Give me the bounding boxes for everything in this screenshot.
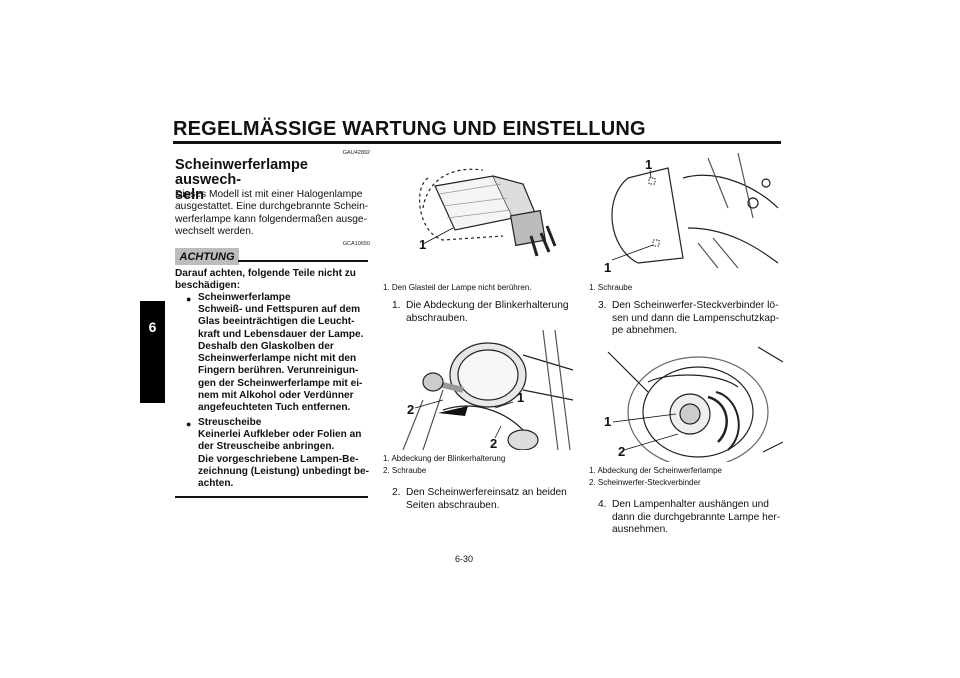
intro-line: ausgestattet. Eine durchgebrannte Schein… [175, 201, 369, 213]
caution-item-line: Die vorgeschriebene Lampen-Be- [198, 453, 359, 465]
caution-item-title: Streuscheibe [198, 417, 262, 428]
header-rule [173, 141, 781, 144]
caution-code: GCA10650 [342, 241, 370, 247]
step-line: ausnehmen. [612, 524, 669, 535]
headlight-screws-illustration: 1 1 [588, 148, 783, 276]
caution-item-line: kraft und Lebensdauer der Lampe. [198, 328, 364, 340]
step-line: dann die durchgebrannte Lampe her- [612, 511, 781, 523]
step-number: 2. [392, 487, 401, 498]
caution-item-line: Deshalb den Glaskolben der [198, 340, 334, 352]
step-text: Den Scheinwerfereinsatz an beiden Seiten… [406, 487, 581, 512]
callout-1: 1 [604, 414, 611, 429]
caution-item-line: der Streuscheibe anbringen. [198, 441, 335, 453]
figure-caption: 1. Abdeckung der Scheinwerferlampe [589, 466, 722, 475]
caution-item-line: Schweiß- und Fettspuren auf dem [198, 304, 361, 315]
caution-end-rule [175, 496, 368, 498]
step-number: 1. [392, 300, 401, 311]
figure-caption: 1. Abdeckung der Blinkerhalterung [383, 454, 506, 463]
callout-2: 2 [618, 444, 625, 459]
turn-signal-illustration: 1 2 2 [383, 330, 578, 450]
step-number: 3. [598, 300, 607, 311]
caution-item-line: Scheinwerferlampe nicht mit den [198, 353, 357, 365]
section-title-line: seln [175, 187, 205, 203]
caution-item-body: Keinerlei Aufkleber oder Folien an der S… [198, 429, 370, 490]
callout-1: 1 [517, 390, 524, 405]
chapter-tab-label: 6 [148, 319, 157, 335]
caution-badge-label: ACHTUNG [179, 250, 235, 263]
caution-intro-line: Darauf achten, folgende Teile nicht zu [175, 268, 356, 279]
caution-badge: ACHTUNG [175, 248, 239, 265]
step-line: Den Lampenhalter aushängen und [612, 499, 769, 510]
step-text: Den Scheinwerfer-Steckverbinder lö- sen … [612, 300, 787, 338]
figure-caption: 1. Den Glasteil der Lampe nicht berühren… [383, 283, 532, 292]
figure-caption-list: 1. Abdeckung der Blinkerhalterung 2. Sch… [383, 453, 583, 477]
step-line: Die Abdeckung der Blinkerhalterung [406, 300, 569, 311]
figure-caption: 2. Schraube [383, 466, 427, 475]
caution-item-body: Schweiß- und Fettspuren auf dem Glas bee… [198, 304, 370, 415]
caution-item-line: angefeuchteten Tuch entfernen. [198, 402, 351, 414]
caution-item-line: Fingern berühren. Verunreinigun- [198, 365, 359, 377]
page-number: 6-30 [455, 554, 474, 564]
callout-2: 2 [407, 402, 414, 417]
figure-caption: 2. Scheinwerfer-Steckverbinder [589, 478, 701, 487]
intro-line: wechselt werden. [175, 226, 254, 238]
callout-1: 1 [645, 157, 652, 172]
step-line: Seiten abschrauben. [406, 499, 500, 511]
section-title: Scheinwerferlampe auswech- seln [175, 158, 370, 203]
step-line: Den Scheinwerfer-Steckverbinder lö- [612, 300, 779, 311]
caution-intro: Darauf achten, folgende Teile nicht zu b… [175, 268, 370, 293]
bullet-icon: ● [186, 294, 192, 304]
figure-caption-list: 1. Abdeckung der Scheinwerferlampe 2. Sc… [589, 465, 789, 489]
section-code: GAU42892 [342, 150, 370, 156]
figure-caption: 1. Schraube [589, 283, 633, 292]
caution-item-line: Keinerlei Aufkleber oder Folien an [198, 429, 362, 440]
caution-item-line: Glas beeinträchtigen die Leucht- [198, 316, 355, 328]
page-header-title: REGELMÄSSIGE WARTUNG UND EINSTELLUNG [173, 118, 646, 140]
section-title-line: Scheinwerferlampe auswech- [175, 157, 308, 188]
bullet-icon: ● [186, 419, 192, 429]
caution-item-line: gen der Scheinwerferlampe mit ei- [198, 377, 363, 389]
caution-item-line: zeichnung (Leistung) unbedingt be- [198, 465, 370, 477]
chapter-tab[interactable]: 6 [140, 301, 165, 403]
callout-2: 2 [490, 436, 497, 450]
caution-item-line: achten. [198, 478, 234, 490]
caution-item-title: Scheinwerferlampe [198, 292, 291, 303]
callout-1: 1 [419, 237, 426, 252]
bulb-illustration: 1 [383, 148, 578, 276]
connector-illustration: 1 2 [588, 342, 783, 462]
callout-1: 1 [604, 260, 611, 275]
step-line: abschrauben. [406, 312, 468, 324]
step-text: Den Lampenhalter aushängen und dann die … [612, 499, 787, 537]
caution-intro-line: beschädigen: [175, 280, 241, 292]
step-line: Den Scheinwerfereinsatz an beiden [406, 487, 567, 498]
caution-rule [238, 260, 368, 262]
section-intro: Dieses Modell ist mit einer Halogenlampe… [175, 189, 370, 239]
step-line: sen und dann die Lampenschutzkap- [612, 312, 780, 324]
intro-line: werferlampe kann folgendermaßen ausge- [175, 213, 367, 225]
caution-item-line: nem mit Alkohol oder Verdünner [198, 390, 354, 402]
step-line: pe abnehmen. [612, 325, 678, 336]
intro-line: Dieses Modell ist mit einer Halogenlampe [175, 189, 363, 200]
step-text: Die Abdeckung der Blinkerhalterung absch… [406, 300, 581, 325]
step-number: 4. [598, 499, 607, 510]
